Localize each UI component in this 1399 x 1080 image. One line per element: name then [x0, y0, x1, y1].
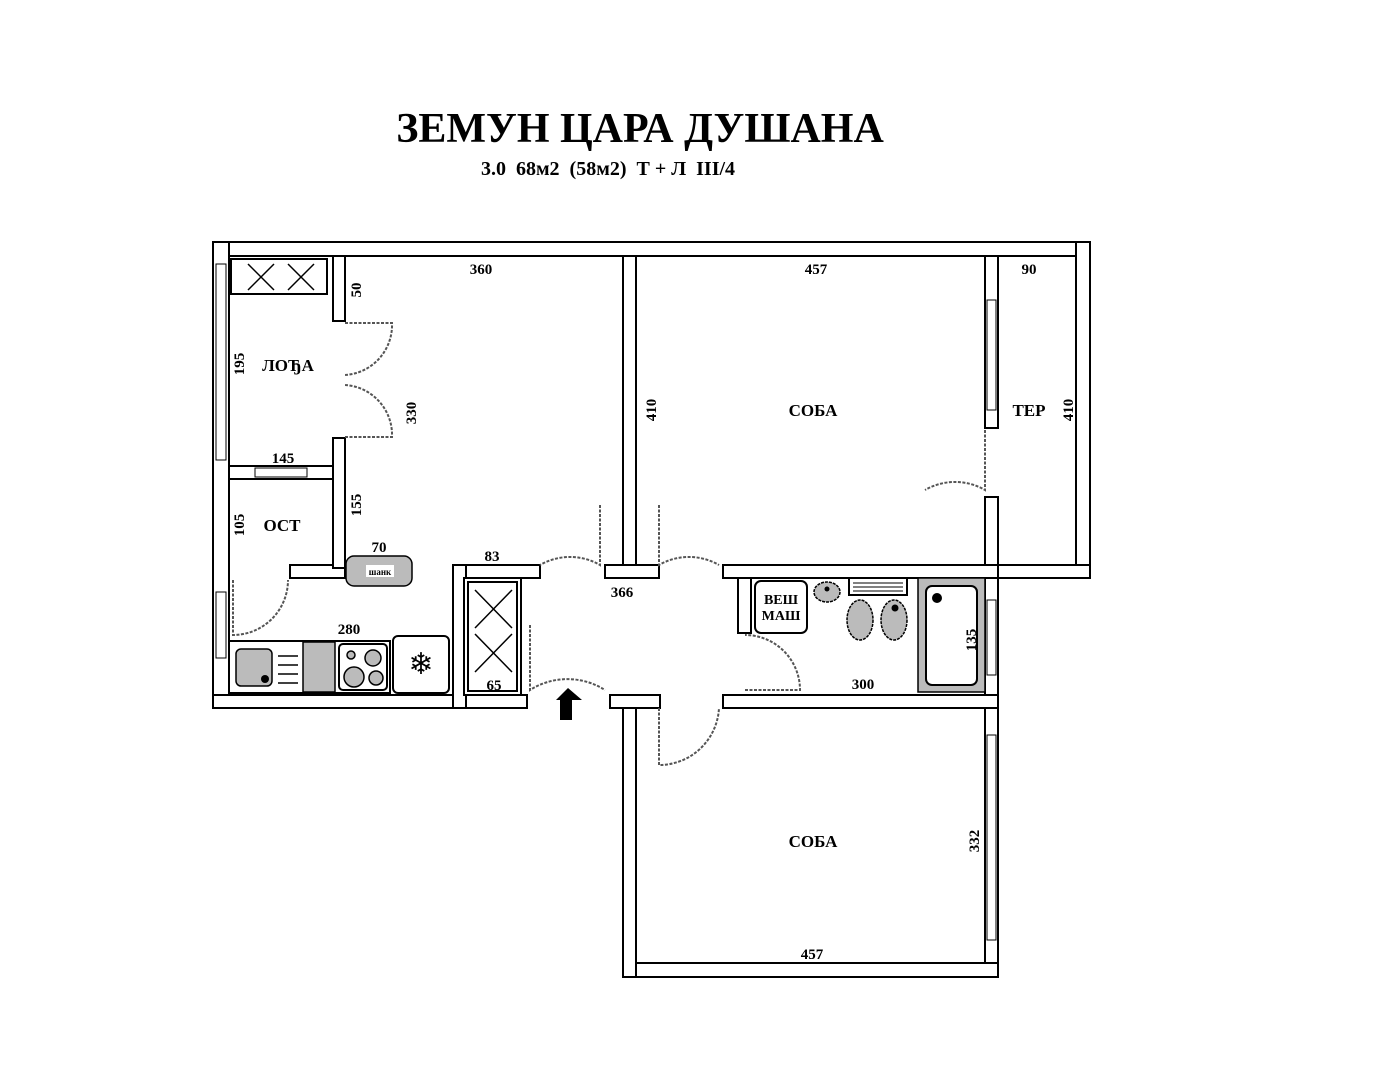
dim-kitchen-width: 280: [338, 622, 361, 638]
bar-counter: шанк: [345, 555, 413, 587]
doors: [232, 322, 986, 767]
dim-living-niche: 50: [349, 283, 365, 298]
dim-hall-width: 366: [611, 585, 634, 601]
window-bedroom: [986, 734, 997, 941]
wall-bedroom-top-bottom: [722, 564, 999, 579]
door-living[interactable]: [539, 505, 601, 567]
door-terrace[interactable]: [924, 430, 986, 492]
wall-bath-bottom: [722, 694, 999, 709]
wall-loggia-lower: [332, 437, 346, 569]
door-loggia-lower[interactable]: [344, 384, 394, 438]
room-label-storage: ОСТ: [263, 516, 301, 535]
door-loggia-upper[interactable]: [344, 322, 394, 376]
washer-label-2: МАШ: [762, 609, 801, 624]
room-label-loggia: ЛОЂА: [262, 356, 314, 375]
plan-subtitle: 3.0 68м2 (58м2) Т + Л III/4: [481, 158, 735, 180]
room-label-terrace: ТЕР: [1012, 401, 1045, 420]
dim-bedroom-bottom-width: 457: [801, 947, 824, 963]
dim-hall-wall: 83: [485, 549, 500, 565]
dim-bar-width: 70: [372, 540, 387, 556]
window-terrace: [986, 299, 997, 411]
kitchen-counter: ❄: [228, 635, 450, 694]
dim-closet-width: 65: [487, 678, 502, 694]
door-bedroom-bottom[interactable]: [658, 707, 720, 767]
dim-terrace-width: 90: [1022, 262, 1037, 278]
wall-top-outer: [212, 241, 1091, 257]
toilet-icon: [846, 599, 874, 641]
dim-living-width: 360: [470, 262, 493, 278]
wall-bath-left: [737, 577, 752, 634]
door-bedroom-top[interactable]: [658, 505, 720, 567]
window-loggia: [215, 263, 227, 461]
snowflake-icon: ❄: [408, 647, 433, 682]
dim-living-depth: 330: [404, 402, 420, 425]
wall-bedroom-left: [622, 696, 637, 978]
loggia-storage-unit: [230, 258, 328, 295]
dim-bedroom-bottom-depth: 332: [967, 830, 983, 853]
wall-living-bedroom: [622, 255, 637, 569]
countertop: [302, 641, 336, 693]
window-bath: [986, 599, 997, 676]
dim-storage-height: 105: [232, 514, 248, 537]
dim-bathroom-depth: 135: [964, 629, 980, 652]
window-storage: [254, 467, 308, 478]
washing-machine: [754, 580, 808, 634]
dim-loggia-height: 195: [232, 353, 248, 376]
dim-bedroom-top-width: 457: [805, 262, 828, 278]
room-label-bedroom-bottom: СОБА: [789, 832, 839, 851]
walls: [212, 241, 1091, 978]
wall-storage-bottom: [289, 564, 346, 579]
dim-kitchen-depth: 155: [349, 494, 365, 517]
entrance-arrow-icon: [556, 688, 582, 720]
dimension-labels: 360 457 90 50 195 330 410 410 145 155 10…: [232, 262, 1077, 963]
door-entrance[interactable]: [529, 625, 606, 692]
wall-terrace-bottom: [984, 564, 1091, 579]
door-bathroom[interactable]: [744, 634, 802, 691]
bidet-icon: [880, 599, 908, 641]
washer-label-1: ВЕШ: [764, 593, 799, 608]
windows: [215, 263, 997, 941]
wall-hall-top: [604, 564, 660, 579]
dim-bedroom-top-depth: 410: [644, 399, 660, 422]
bathroom-fixtures: ВЕШ МАШ: [754, 577, 986, 693]
dim-terrace-depth: 410: [1061, 399, 1077, 422]
door-storage[interactable]: [232, 579, 289, 637]
wardrobe: [463, 577, 522, 696]
wall-bedroom-bottom: [622, 962, 999, 978]
plan-title: ЗЕМУН ЦАРА ДУШАНА: [396, 106, 884, 152]
fridge-icon: [392, 635, 450, 694]
wall-bottom-kitchen: [212, 694, 528, 709]
bar-label: шанк: [369, 567, 392, 577]
wall-terrace-right: [1075, 241, 1091, 579]
window-kitchen: [215, 591, 227, 659]
wall-hall-bottom: [609, 694, 661, 709]
room-label-bedroom-top: СОБА: [789, 401, 839, 420]
wall-loggia-upper: [332, 255, 346, 322]
dim-loggia-width: 145: [272, 451, 295, 467]
washbasin-icon: [813, 581, 841, 603]
dim-bathroom-width: 300: [852, 677, 875, 693]
